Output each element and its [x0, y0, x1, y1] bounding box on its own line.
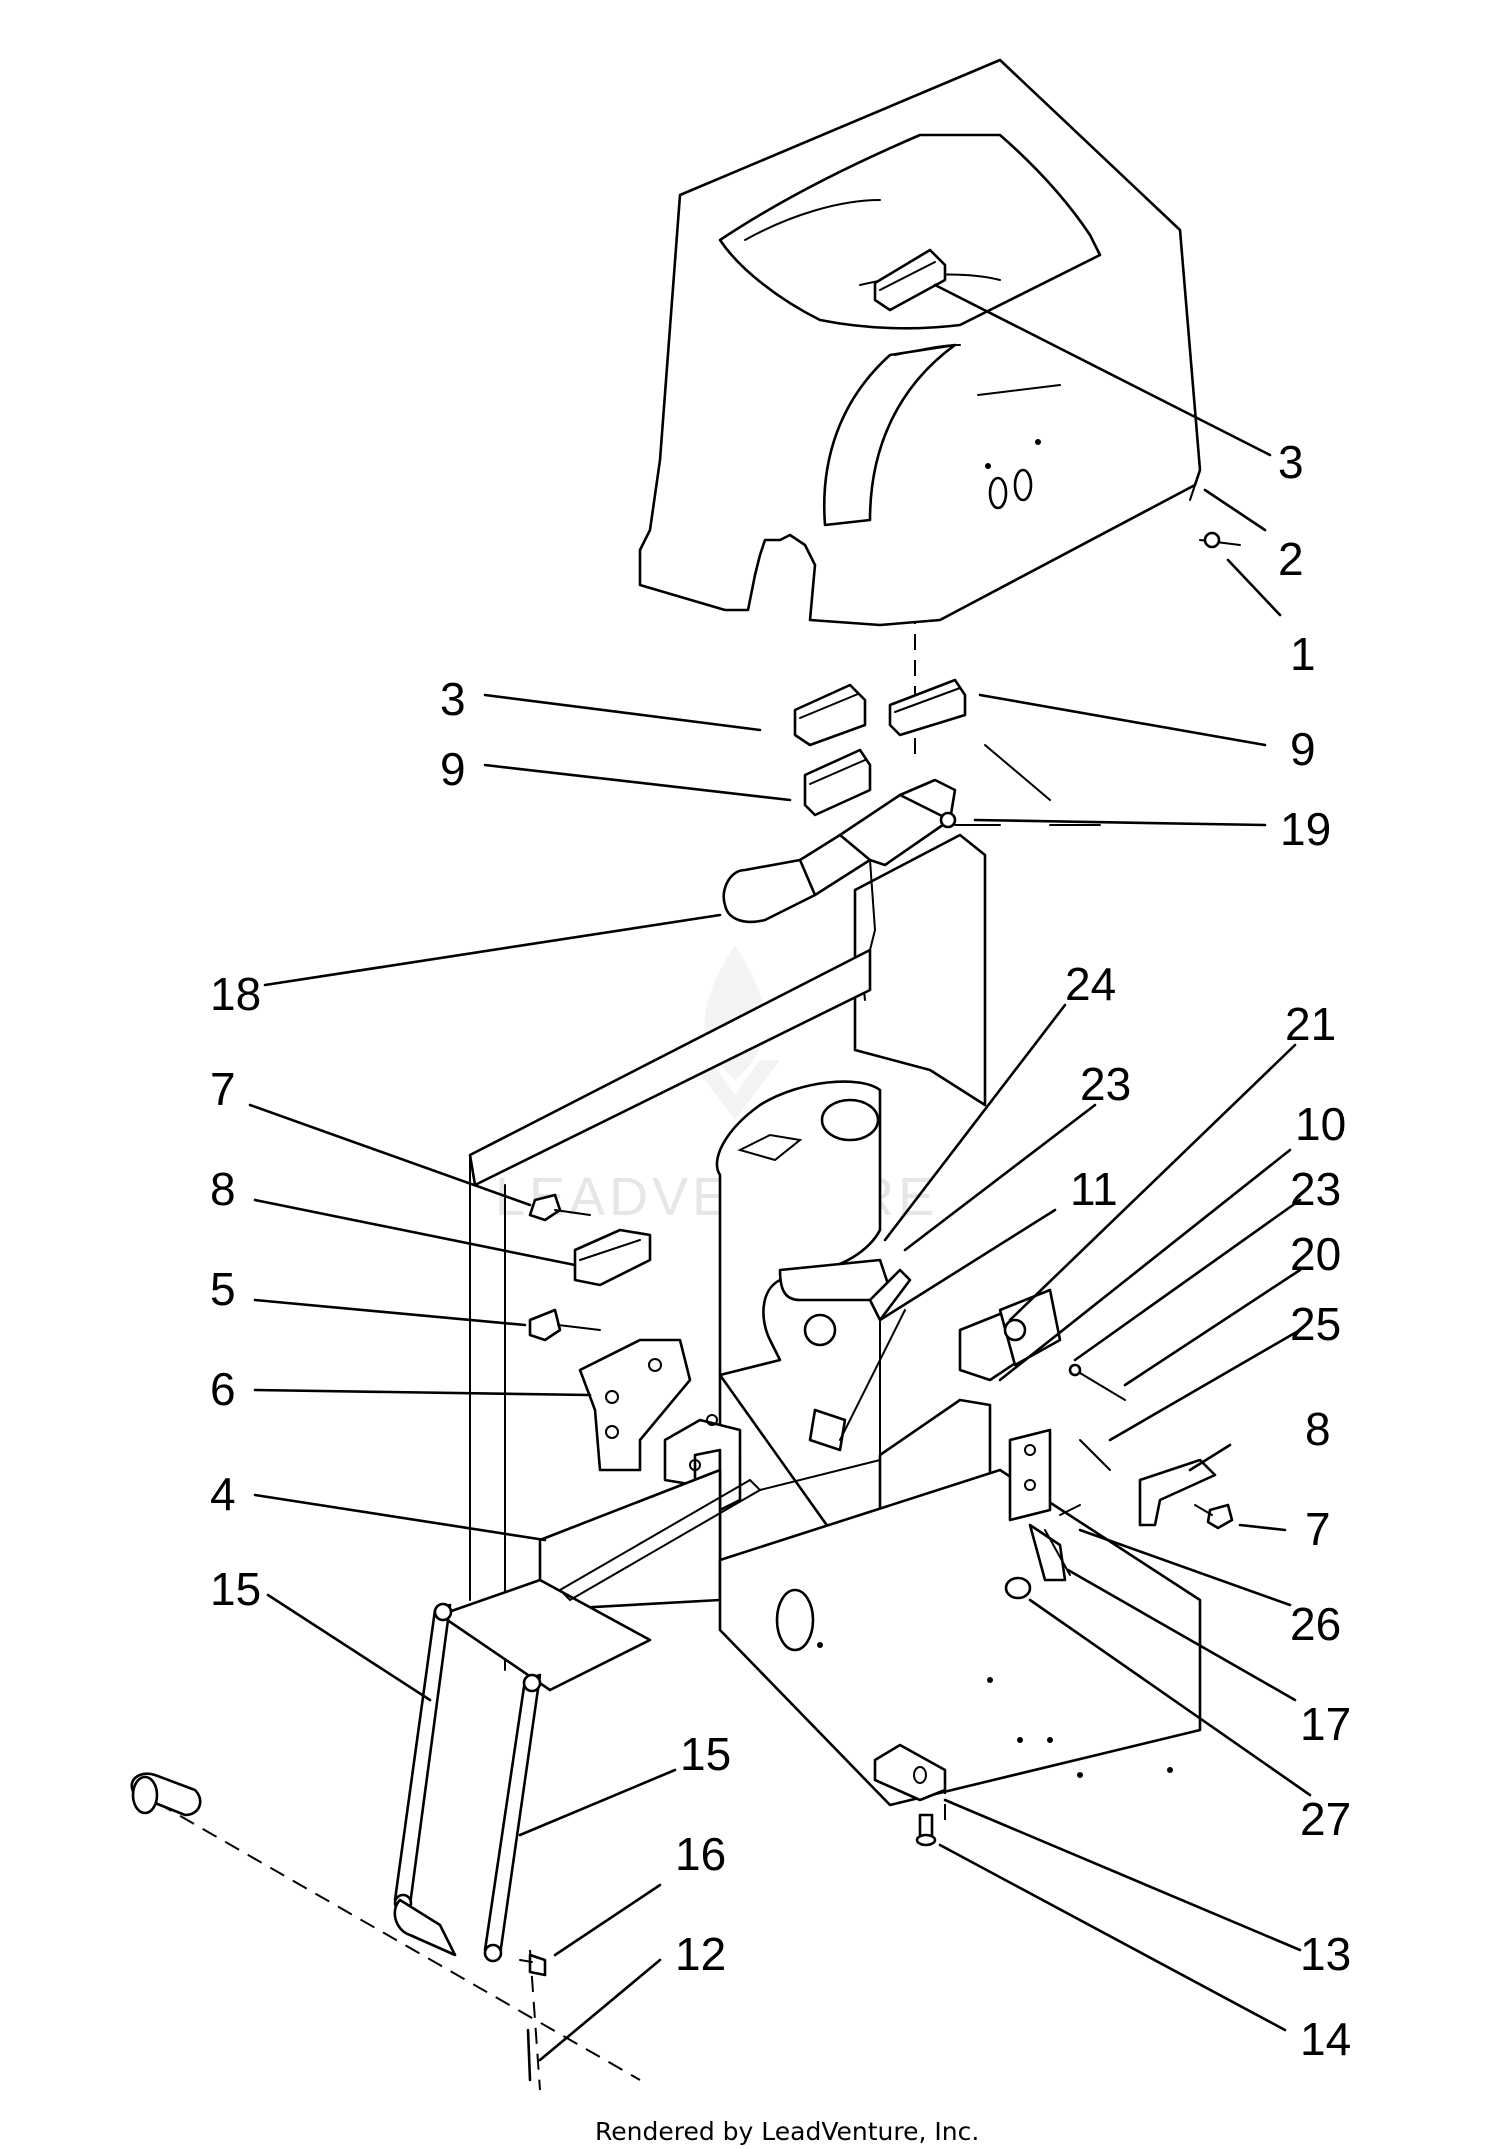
callout-23-top: 23: [1080, 1058, 1131, 1110]
callout-19: 19: [1280, 803, 1331, 855]
callout-12: 12: [675, 1928, 726, 1980]
bracket-lower-3: [793, 683, 867, 747]
callout-7-right: 7: [1305, 1503, 1331, 1555]
bracket-lower-9b: [803, 748, 872, 817]
callout-26: 26: [1290, 1598, 1341, 1650]
callout-20: 20: [1290, 1228, 1341, 1280]
callout-15-right: 15: [680, 1728, 731, 1780]
callout-18: 18: [210, 968, 261, 1020]
link-15-right: [483, 1673, 542, 1963]
bolt-7-right: [1194, 1503, 1234, 1530]
callout-13: 13: [1300, 1928, 1351, 1980]
lever-handle: [722, 778, 1001, 924]
render-credit: Rendered by LeadVenture, Inc.: [595, 2117, 979, 2146]
bracket-5-6: [578, 1338, 692, 1472]
callout-3-lower: 3: [440, 673, 466, 725]
bolt-14: [915, 1813, 937, 1847]
callout-27: 27: [1300, 1793, 1351, 1845]
bracket-10: [1008, 1428, 1052, 1522]
pin-16: [519, 1953, 547, 1977]
screw-20-25: [1068, 1363, 1126, 1471]
callout-3-top: 3: [1278, 436, 1304, 488]
bolt-5: [528, 1308, 601, 1342]
link-11: [808, 1268, 912, 1452]
bracket-8-right: [1138, 1458, 1217, 1527]
callout-24: 24: [1065, 958, 1116, 1010]
screw-1: [1199, 531, 1241, 549]
console-cover: [638, 58, 1202, 627]
callout-9-right: 9: [1290, 723, 1316, 775]
shaft: [130, 1772, 457, 1957]
callout-21: 21: [1285, 998, 1336, 1050]
callout-10: 10: [1295, 1098, 1346, 1150]
frame-channel: [718, 1468, 1202, 1807]
callout-8-left: 8: [210, 1163, 236, 1215]
callout-6: 6: [210, 1363, 236, 1415]
leader-lines: [248, 283, 1312, 2062]
callout-7-left: 7: [210, 1063, 236, 1115]
callout-16: 16: [675, 1828, 726, 1880]
lever-plate: [853, 833, 987, 1107]
callout-4: 4: [210, 1468, 236, 1520]
switch-assembly: [958, 1288, 1062, 1382]
callout-15-left: 15: [210, 1563, 261, 1615]
bracket-13: [873, 1743, 947, 1802]
base-plate: [438, 1468, 722, 1692]
bracket-lower-9a: [888, 678, 967, 737]
nut-27: [1004, 1576, 1032, 1600]
callout-9-left: 9: [440, 743, 466, 795]
callout-14: 14: [1300, 2013, 1351, 2065]
link-15-left: [393, 1602, 453, 1913]
bolt-7-left: [528, 1193, 591, 1222]
callout-2: 2: [1278, 533, 1304, 585]
callout-1: 1: [1290, 628, 1316, 680]
callout-23-right: 23: [1290, 1163, 1341, 1215]
callout-8-right: 8: [1305, 1403, 1331, 1455]
bracket-upper: [873, 248, 947, 312]
callout-25: 25: [1290, 1298, 1341, 1350]
callout-11: 11: [1070, 1163, 1118, 1215]
callout-17: 17: [1300, 1698, 1351, 1750]
pin-17-26: [1028, 1504, 1081, 1582]
callout-labels: 3 2 1 3 9 9 19 18 24 21 23 10 7 11 23 8 …: [210, 436, 1351, 2065]
pin-12: [526, 2028, 532, 2082]
callout-5: 5: [210, 1263, 236, 1315]
bracket-8-left: [573, 1228, 652, 1287]
